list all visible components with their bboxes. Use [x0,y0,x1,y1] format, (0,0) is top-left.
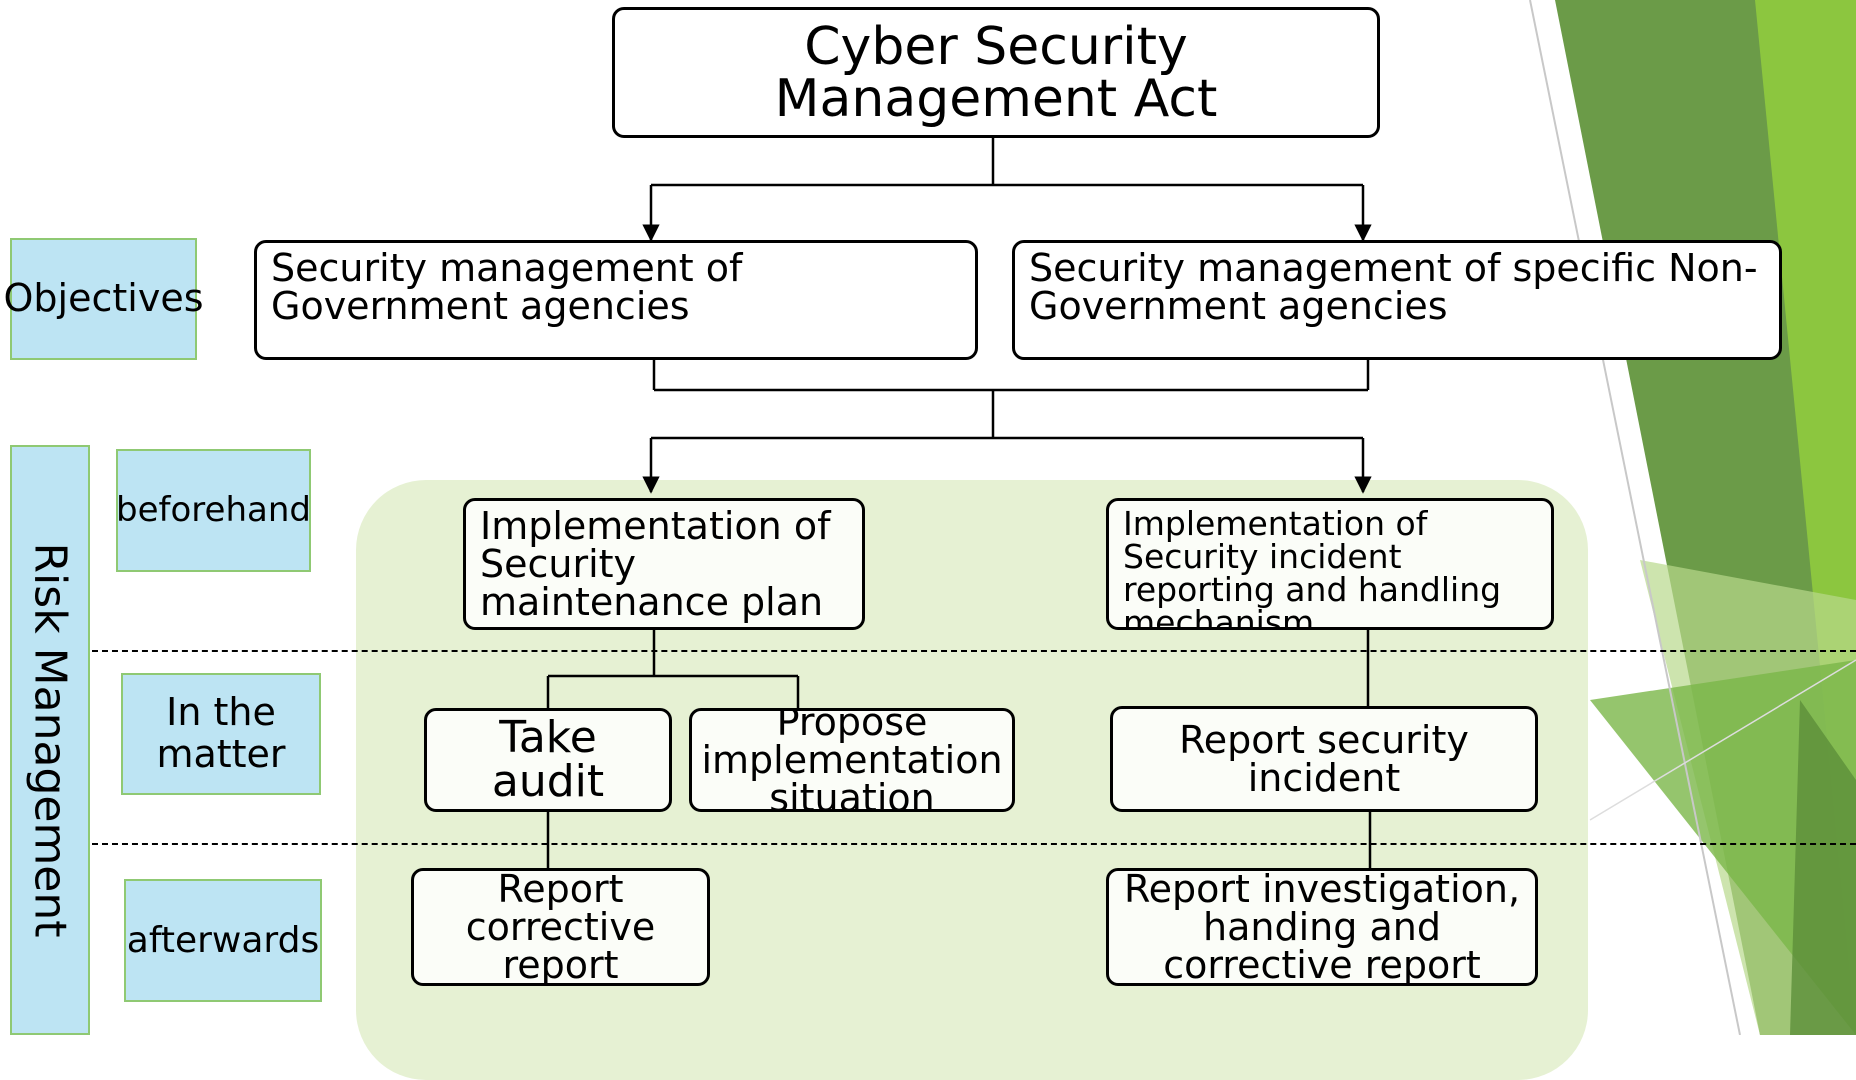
title-text: Cyber Security Management Act [774,16,1218,129]
investigation-report-text: Report investigation, handing and correc… [1123,868,1521,986]
investigation-report-box: Report investigation, handing and correc… [1106,868,1538,986]
propose-implementation-box: Propose implementation situation [689,708,1015,812]
take-audit-box: Take audit [424,708,672,812]
security-maintenance-plan-box: Implementation of Security maintenance p… [463,498,865,630]
divider-in-the-matter-afterwards [92,843,1856,845]
non-government-agencies-box: Security management of specific Non-Gove… [1012,240,1782,360]
government-agencies-box: Security management of Government agenci… [254,240,978,360]
incident-reporting-mechanism-box: Implementation of Security incident repo… [1106,498,1554,630]
title-box: Cyber Security Management Act [612,7,1380,138]
risk-management-text: Risk Management [24,542,76,938]
report-security-incident-text: Report security incident [1179,718,1469,800]
beforehand-label: beforehand [116,449,311,572]
report-security-incident-box: Report security incident [1110,706,1538,812]
objectives-label: Objectives [4,238,204,360]
corrective-report-text: Report corrective report [465,868,656,986]
risk-management-label: Risk Management [10,445,90,1035]
in-the-matter-label: In the matter [121,673,321,795]
security-maintenance-plan-text: Implementation of Security maintenance p… [480,504,831,624]
connector-lines [546,138,1372,868]
afterwards-label: afterwards [124,879,322,1002]
take-audit-text: Take audit [491,712,605,807]
incident-reporting-mechanism-text: Implementation of Security incident repo… [1123,504,1502,630]
non-government-agencies-text: Security management of specific Non-Gove… [1029,246,1758,328]
corrective-report-box: Report corrective report [411,868,710,986]
propose-implementation-text: Propose implementation situation [701,708,1003,812]
government-agencies-text: Security management of Government agenci… [271,246,743,328]
divider-beforehand-in-the-matter [92,650,1856,652]
